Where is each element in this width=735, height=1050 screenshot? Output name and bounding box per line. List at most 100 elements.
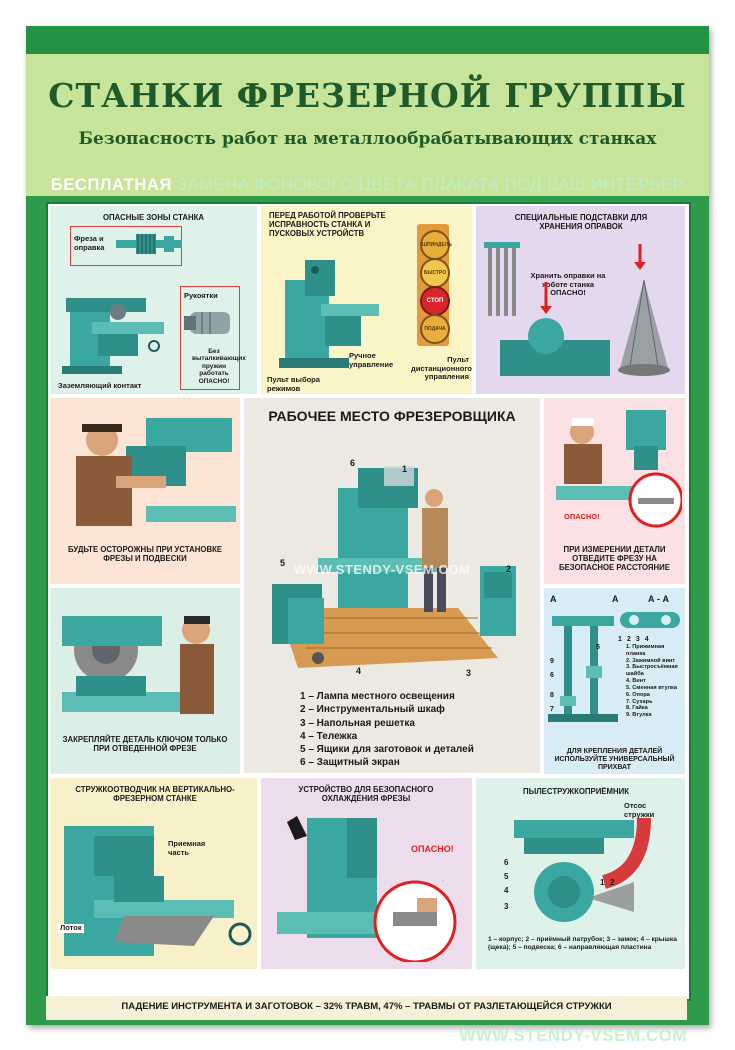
callout-4: 4 bbox=[504, 886, 509, 895]
button-spindle: ШПИНДЕЛЬ bbox=[420, 230, 452, 260]
legend-item: 1 – Лампа местного освещения bbox=[300, 691, 455, 702]
callout-3: 3 bbox=[466, 668, 472, 678]
panel-measure: ОПАСНО! ПРИ ИЗМЕРЕНИИ ДЕТАЛИ ОТВЕДИТЕ ФР… bbox=[544, 398, 685, 584]
footer-strip bbox=[46, 996, 687, 1020]
panel-universal-clamp: А А А - А 1234 5 6 7 8 9 1. Прижимная пл… bbox=[544, 588, 685, 774]
panel-stands: СПЕЦИАЛЬНЫЕ ПОДСТАВКИ ДЛЯ ХРАНЕНИЯ ОПРАВ… bbox=[476, 206, 685, 394]
legend-item: 5. Сменная втулка bbox=[626, 684, 677, 691]
website-link[interactable]: WWW.STENDY-VSEM.COM bbox=[459, 1026, 687, 1045]
worker-clamp-illustration bbox=[62, 616, 214, 714]
label-manual: Ручное управление bbox=[349, 351, 394, 369]
callout-6: 6 bbox=[350, 458, 356, 468]
legend-item: 6 – Защитный экран bbox=[300, 757, 400, 769]
arbor-illustration bbox=[116, 234, 182, 254]
machine-illustration bbox=[279, 260, 379, 368]
legend-item: 2 – Инструментальный шкаф bbox=[300, 704, 445, 716]
legend-item: 8. Гайка bbox=[626, 705, 648, 712]
clamp-section-illustration bbox=[620, 612, 680, 628]
clamp-legend: 1. Прижимная планка 2. Зажимной винт 3. … bbox=[626, 644, 684, 719]
handle-illustration bbox=[184, 312, 230, 334]
panel-workplace: РАБОЧЕЕ МЕСТО ФРЕЗЕРОВЩИКА WWW.STENDY-VS… bbox=[244, 398, 540, 773]
cooling-illustration bbox=[277, 816, 457, 962]
label-suction: Отсос стружки bbox=[624, 801, 655, 819]
legend-item: 2. Зажимной винт bbox=[626, 657, 676, 664]
legend-item: 4. Винт bbox=[626, 678, 646, 685]
remote-control-panel: ШПИНДЕЛЬ БЫСТРО СТОП ПОДАЧА bbox=[417, 224, 452, 346]
legend-item: 3 – Напольная решетка bbox=[300, 717, 415, 729]
legend-item: 7. Сухарь bbox=[626, 698, 653, 705]
panel-title: ПЕРЕД РАБОТОЙ ПРОВЕРЬТЕ ИСПРАВНОСТЬ СТАН… bbox=[269, 211, 386, 238]
button-feed: ПОДАЧА bbox=[420, 314, 450, 344]
callout-7: 7 bbox=[550, 706, 554, 713]
panel-careful: БУДЬТЕ ОСТОРОЖНЫ ПРИ УСТАНОВКЕ ФРЕЗЫ И П… bbox=[50, 398, 240, 584]
label-remote: Пульт дистанционного управления bbox=[411, 355, 472, 382]
caption: ПРИ ИЗМЕРЕНИИ ДЕТАЛИ ОТВЕДИТЕ ФРЕЗУ НА Б… bbox=[559, 545, 670, 572]
label-spring-warning: Без выталкивающих пружин работать ОПАСНО… bbox=[192, 348, 246, 385]
callout-9: 9 bbox=[550, 658, 554, 665]
poster-subtitle: Безопасность работ на металлообрабатываю… bbox=[78, 129, 657, 149]
label-modes: Пульт выбора режимов bbox=[267, 375, 320, 393]
legend-item: 3. Быстросъёмная шайба bbox=[626, 664, 678, 678]
banner-bold: БЕСПЛАТНАЯ bbox=[50, 176, 172, 194]
caption: ДЛЯ КРЕПЛЕНИЯ ДЕТАЛЕЙ ИСПОЛЬЗУЙТЕ УНИВЕР… bbox=[554, 748, 675, 772]
panel-title: УСТРОЙСТВО ДЛЯ БЕЗОПАСНОГО ОХЛАЖДЕНИЯ ФР… bbox=[298, 785, 434, 803]
danger-label: ОПАСНО! bbox=[564, 512, 600, 521]
dust-collector-illustration bbox=[514, 817, 651, 922]
section-marker-left: А bbox=[550, 594, 557, 604]
callout-6: 6 bbox=[504, 858, 509, 867]
dust-legend: 1 – корпус; 2 – приёмный патрубок; 3 – з… bbox=[488, 936, 677, 951]
caption: ЗАКРЕПЛЯЙТЕ ДЕТАЛЬ КЛЮЧОМ ТОЛЬКО ПРИ ОТВ… bbox=[62, 735, 228, 753]
label-mill: Фреза и оправка bbox=[74, 234, 105, 252]
panel-chip-remover: СТРУЖКООТВОДЧИК НА ВЕРТИКАЛЬНО-ФРЕЗЕРНОМ… bbox=[50, 778, 257, 969]
callout-5: 5 bbox=[596, 644, 600, 651]
clamp-illustration bbox=[548, 616, 618, 722]
panel-title: СТРУЖКООТВОДЧИК НА ВЕРТИКАЛЬНО-ФРЕЗЕРНОМ… bbox=[75, 785, 235, 803]
panel-danger-zones: ОПАСНЫЕ ЗОНЫ СТАНКА Фреза и оправка Руко… bbox=[50, 206, 257, 394]
workplace-illustration bbox=[272, 466, 516, 668]
section-marker-right: А bbox=[612, 594, 619, 604]
callout-2: 2 bbox=[610, 878, 615, 887]
panel-dust-collector: ПЫЛЕСТРУЖКОПРИЁМНИК Отсос стружки 6 5 4 … bbox=[476, 778, 685, 969]
legend-item: 1. Прижимная планка bbox=[626, 644, 665, 657]
section-callouts: 1234 bbox=[618, 636, 654, 643]
panel-check: ПЕРЕД РАБОТОЙ ПРОВЕРЬТЕ ИСПРАВНОСТЬ СТАН… bbox=[261, 206, 472, 394]
panel-title: ОПАСНЫЕ ЗОНЫ СТАНКА bbox=[102, 213, 204, 222]
poster-title: СТАНКИ ФРЕЗЕРНОЙ ГРУППЫ bbox=[48, 76, 687, 115]
callout-1: 1 bbox=[402, 464, 408, 474]
panel-title: ПЫЛЕСТРУЖКОПРИЁМНИК bbox=[522, 787, 630, 796]
label-tray: Лоток bbox=[58, 923, 84, 933]
worker-install-illustration bbox=[76, 418, 236, 526]
legend-item: 5 – Ящики для заготовок и деталей bbox=[300, 744, 474, 756]
callout-6: 6 bbox=[550, 672, 554, 679]
banner: БЕСПЛАТНАЯ ЗАМЕНА ФОНОВОГО ЦВЕТА ПЛАКАТА… bbox=[26, 176, 709, 195]
label-handles: Рукоятки bbox=[184, 291, 218, 300]
panel-cooling: УСТРОЙСТВО ДЛЯ БЕЗОПАСНОГО ОХЛАЖДЕНИЯ ФР… bbox=[261, 778, 472, 969]
panel-grid: ОПАСНЫЕ ЗОНЫ СТАНКА Фреза и оправка Руко… bbox=[46, 202, 691, 1001]
danger-label: ОПАСНО! bbox=[411, 844, 454, 854]
banner-text: ЗАМЕНА ФОНОВОГО ЦВЕТА ПЛАКАТА ПОД ВАШ ИН… bbox=[177, 176, 685, 194]
label-receive: Приемная часть bbox=[168, 839, 206, 857]
top-band bbox=[26, 26, 709, 54]
callout-4: 4 bbox=[356, 666, 362, 676]
arbor-rack-illustration bbox=[484, 242, 670, 376]
panel-title: РАБОЧЕЕ МЕСТО ФРЕЗЕРОВЩИКА bbox=[268, 408, 516, 424]
legend-item: 6. Опора bbox=[626, 691, 650, 698]
label-ground: Заземляющий контакт bbox=[58, 381, 142, 390]
button-stop: СТОП bbox=[420, 286, 450, 316]
milling-machine-illustration bbox=[62, 298, 164, 374]
callout-1: 1 bbox=[600, 878, 605, 887]
legend: 1 – Лампа местного освещения 2 – Инструм… bbox=[300, 690, 474, 770]
callout-2: 2 bbox=[506, 564, 512, 574]
callout-8: 8 bbox=[550, 692, 554, 699]
caption: БУДЬТЕ ОСТОРОЖНЫ ПРИ УСТАНОВКЕ ФРЕЗЫ И П… bbox=[67, 545, 223, 563]
poster: СТАНКИ ФРЕЗЕРНОЙ ГРУППЫ Безопасность раб… bbox=[26, 26, 709, 1045]
legend-item: 4 – Тележка bbox=[300, 730, 358, 742]
callout-5: 5 bbox=[504, 872, 509, 881]
header-band bbox=[26, 54, 709, 196]
section-label: А - А bbox=[648, 594, 669, 604]
legend-item: 9. Втулка bbox=[626, 712, 652, 719]
callout-box bbox=[180, 286, 240, 390]
footer-stat: ПАДЕНИЕ ИНСТРУМЕНТА И ЗАГОТОВОК – 32% ТР… bbox=[121, 1001, 612, 1012]
callout-5: 5 bbox=[280, 558, 286, 568]
callout-3: 3 bbox=[504, 902, 509, 911]
